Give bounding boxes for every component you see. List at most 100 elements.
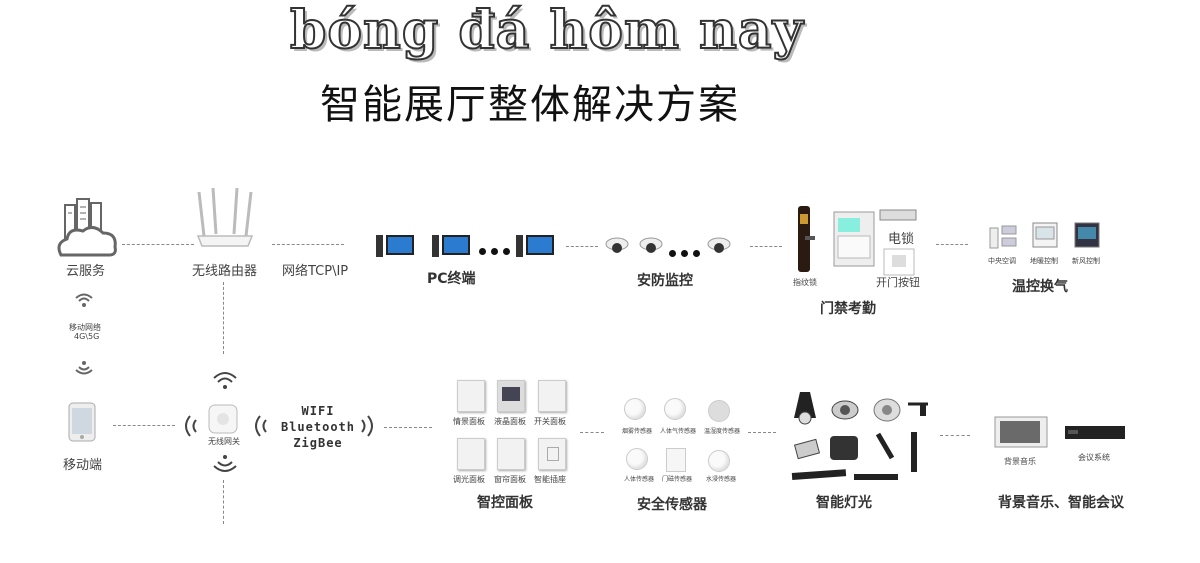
sensor-item-label: 门磁传感器 [662,476,693,483]
gas-sensor-icon [664,398,686,420]
smoke-sensor-icon [624,398,646,420]
smartphone-icon [68,402,100,446]
wifi-icon [74,360,94,380]
sensor-item-label: 人体气传感器 [660,428,697,435]
angled-light-icon [793,436,822,464]
protocol-label: Bluetooth [280,420,356,434]
switch-panel-icon [538,380,566,412]
connector-line [580,432,604,433]
floor-heat-controller-icon [1032,222,1058,252]
connector-line [113,425,175,426]
signal-left-icon [252,414,272,442]
watermark-text: bóng đá hôm nay [289,0,804,62]
fingerprint-lock-icon [795,206,815,278]
connector-line [940,435,970,436]
electric-lock-icon [878,208,918,228]
track-light-icon [790,390,820,428]
camera-icon [707,236,731,260]
ellipsis-dots [479,240,511,259]
cloud-label: 云服务 [66,264,106,279]
mobile-label: 移动端 [63,458,103,473]
sensor-label: 安全传感器 [637,497,707,513]
grille-light-icon [830,436,858,460]
temp-humidity-sensor-icon [708,400,730,422]
pc-label: PC终端 [427,271,476,287]
mobile-network-sub-label: 4G\5G [74,332,100,341]
connector-line [223,480,224,524]
strip-light-icon [790,466,850,485]
panel-label: 智控面板 [477,495,533,511]
ellipsis-dots [669,242,701,261]
water-sensor-icon [708,450,730,472]
lcd-panel-icon [497,380,525,412]
connector-line [223,282,224,354]
music-panel-icon [994,416,1048,454]
panel-item-label: 开关面板 [534,417,566,426]
climate-item-label: 中央空调 [988,257,1016,265]
meeting-item-label: 会议系统 [1078,453,1110,462]
open-button-icon [882,247,918,281]
mobile-network-label: 移动网络 [69,323,101,332]
ac-controller-icon [988,224,1020,256]
connector-line [748,432,776,433]
meeting-system-icon [1064,424,1128,446]
strip-light-icon [852,468,902,487]
motion-sensor-icon [626,448,648,470]
rail-light-icon [906,400,930,424]
sensor-item-label: 水浸传感器 [706,476,737,483]
sensor-item-label: 人体传感器 [624,476,655,483]
router-icon [196,186,254,252]
sensor-item-label: 温湿度传感器 [704,428,741,435]
spotlight-icon [872,396,902,428]
music-item-label: 背景音乐 [1004,457,1036,466]
access-terminal-icon [832,210,892,274]
climate-item-label: 新风控制 [1072,257,1100,265]
open-button-label: 开门按钮 [876,276,920,289]
protocol-label: WIFI [301,404,335,418]
gateway-label: 无线网关 [208,437,240,446]
panel-item-label: 调光面板 [453,475,485,484]
climate-label: 温控换气 [1012,279,1068,295]
smart-socket-icon [538,438,566,470]
electric-lock-label: 电锁 [888,232,915,247]
panel-item-label: 液晶面板 [494,417,526,426]
panel-item-label: 情景面板 [453,417,485,426]
panel-item-label: 窗帘面板 [494,475,526,484]
access-label: 门禁考勤 [820,301,876,317]
fresh-air-controller-icon [1074,222,1100,252]
panel-item-label: 智能插座 [534,475,566,484]
wifi-icon [74,292,94,312]
gateway-icon [208,404,238,438]
camera-icon [639,236,663,260]
signal-left-icon [182,414,202,442]
curtain-panel-icon [497,438,525,470]
sensor-item-label: 烟雾传感器 [622,428,653,435]
magnetic-track-icon [874,432,898,466]
climate-item-label: 地暖控制 [1030,257,1058,265]
connector-line [272,244,344,245]
music-meeting-label: 背景音乐、智能会议 [998,495,1124,511]
connector-line [750,246,782,247]
protocol-label: ZigBee [293,436,343,450]
connector-line [384,427,432,428]
dimmer-panel-icon [457,438,485,470]
router-label: 无线路由器 [192,264,258,279]
connector-line [122,244,194,245]
fingerprint-label: 指纹锁 [793,278,817,287]
cloud-icon [55,197,119,263]
network-label: 网络TCP\IP [282,264,349,279]
security-label: 安防监控 [637,273,693,289]
connector-line [936,244,968,245]
door-sensor-icon [666,448,686,472]
wifi-icon [212,370,238,394]
camera-icon [605,236,629,260]
connector-line [566,246,598,247]
wifi-icon [212,454,238,478]
lighting-label: 智能灯光 [816,495,872,511]
protocol-labels: WIFI Bluetooth ZigBee [270,403,366,451]
linear-light-icon [908,430,922,478]
scene-panel-icon [457,380,485,412]
page-title: 智能展厅整体解决方案 [320,82,740,128]
downlight-icon [830,398,860,426]
signal-right-icon [356,414,376,442]
